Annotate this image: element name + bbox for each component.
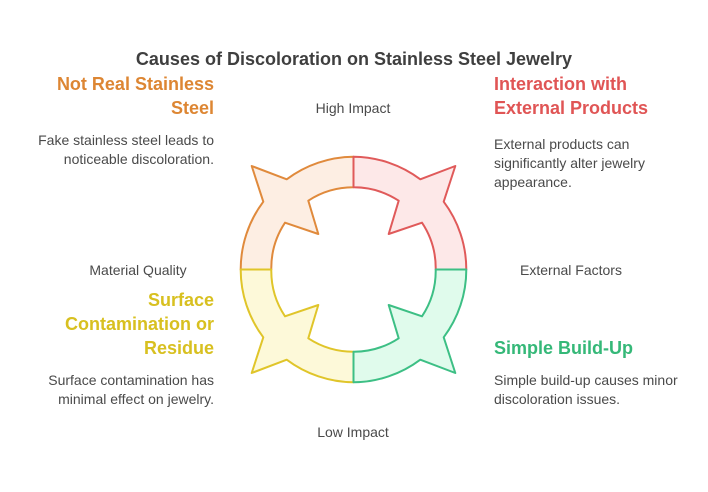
axis-label-left: Material Quality (89, 262, 187, 278)
body-bottom-left: Surface contamination has minimal effect… (48, 372, 214, 407)
quadrant-arrow-bottom-right (352, 268, 468, 384)
body-bottom-right: Simple build-up causes minor discolorati… (494, 372, 678, 407)
axis-label-bottom: Low Impact (317, 424, 389, 440)
quadrant-arrow-bottom-left (239, 268, 355, 384)
axis-label-right: External Factors (520, 262, 622, 278)
quadrant-arrow-top-right (352, 155, 468, 271)
diagram-title: Causes of Discoloration on Stainless Ste… (135, 49, 573, 69)
axis-label-top: High Impact (315, 100, 391, 116)
heading-bottom-right: Simple Build-Up (494, 338, 633, 358)
heading-bottom-left: Surface Contamination or Residue (65, 290, 214, 358)
heading-top-left: Not Real Stainless Steel (56, 74, 214, 118)
body-top-left: Fake stainless steel leads to noticeable… (38, 132, 214, 167)
quadrant-arrow-top-left (239, 155, 355, 271)
heading-top-right: Interaction with External Products (494, 74, 649, 118)
body-top-right: External products can significantly alte… (494, 136, 645, 190)
